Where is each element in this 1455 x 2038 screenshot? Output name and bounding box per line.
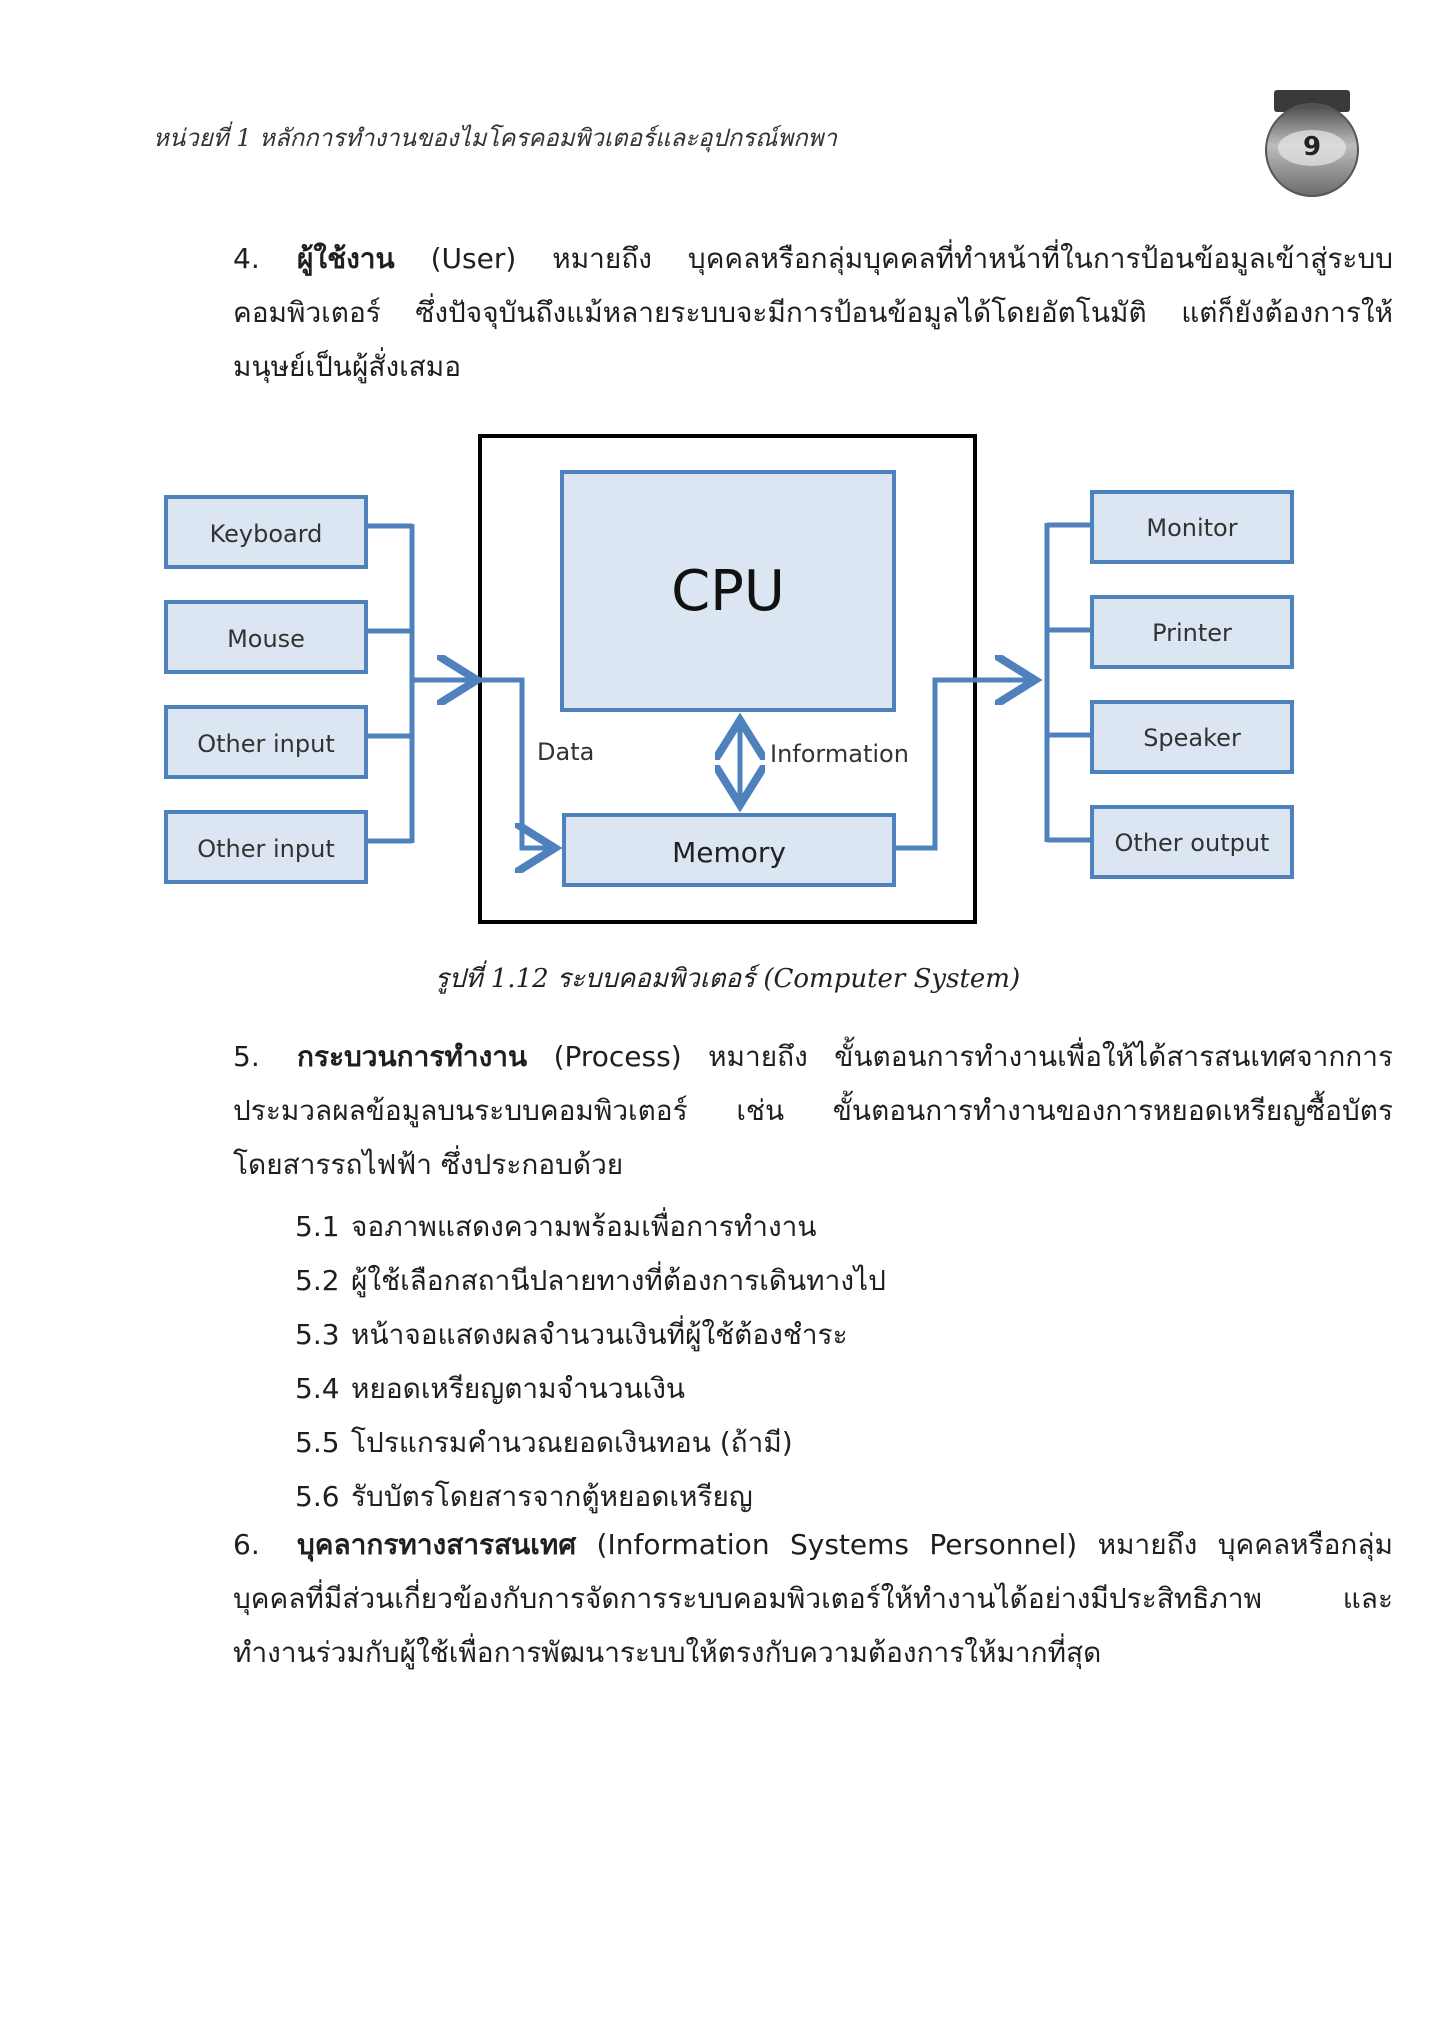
- output-box-monitor: [1090, 490, 1294, 564]
- section-6-number: 6.: [233, 1528, 260, 1561]
- cpu-label: CPU: [671, 559, 785, 624]
- section-5-term: กระบวนการทำงาน: [297, 1040, 528, 1073]
- section-6-paragraph: 6. บุคลากรทางสารสนเทศ (Information System…: [153, 1518, 1393, 1680]
- output-box-other: [1090, 805, 1294, 879]
- memory-box: [562, 813, 896, 887]
- input-box-other-1: [164, 705, 368, 779]
- page-number-badge: 9: [1262, 88, 1362, 203]
- input-box-mouse: [164, 600, 368, 674]
- output-box-printer: [1090, 595, 1294, 669]
- data-label: Data: [537, 738, 594, 766]
- section-5-text: (Process) หมายถึง ขั้นตอนการทำงานเพื่อให…: [233, 1040, 1393, 1181]
- output-label-other: Other output: [1115, 829, 1270, 857]
- output-label-monitor: Monitor: [1146, 514, 1237, 542]
- cpu-box: [560, 470, 896, 712]
- section-5-number: 5.: [233, 1040, 260, 1073]
- section-4-number: 4.: [233, 242, 260, 275]
- input-label-other-2: Other input: [197, 835, 335, 863]
- input-box-other-2: [164, 810, 368, 884]
- output-devices: Monitor Printer Speaker Other output: [1090, 490, 1294, 879]
- page-badge-graphic: [1265, 90, 1359, 197]
- section-4-paragraph: 4. ผู้ใช้งาน (User) หมายถึง บุคคลหรือกลุ่…: [153, 232, 1393, 394]
- section-4-term: ผู้ใช้งาน: [297, 242, 395, 275]
- running-header: หน่วยที่ 1 หลักการทำงานของไมโครคอมพิวเตอ…: [153, 124, 837, 152]
- output-box-speaker: [1090, 700, 1294, 774]
- page-number: 9: [1302, 132, 1322, 162]
- section-5-paragraph: 5. กระบวนการทำงาน (Process) หมายถึง ขั้นต…: [153, 1030, 1393, 1192]
- input-label-keyboard: Keyboard: [210, 520, 323, 548]
- output-label-printer: Printer: [1152, 619, 1232, 647]
- input-label-other-1: Other input: [197, 730, 335, 758]
- memory-label: Memory: [672, 836, 786, 869]
- output-connectors: [894, 522, 1092, 851]
- section-6-term: บุคลากรทางสารสนเทศ: [297, 1528, 577, 1561]
- figure-caption: รูปที่ 1.12 ระบบคอมพิวเตอร์ (Computer Sy…: [434, 964, 1021, 994]
- output-label-speaker: Speaker: [1143, 724, 1241, 752]
- input-label-mouse: Mouse: [227, 625, 305, 653]
- section-6-text: (Information Systems Personnel) หมายถึง …: [233, 1528, 1393, 1669]
- input-connectors: [366, 523, 550, 848]
- input-devices: Keyboard Mouse Other input Other input: [164, 495, 368, 884]
- section-4-text: (User) หมายถึง บุคคลหรือกลุ่มบุคคลที่ทำห…: [233, 242, 1393, 383]
- information-label: Information: [770, 740, 909, 768]
- computer-system-diagram: CPU Memory Data Information Keyboard Mou…: [164, 434, 1294, 924]
- input-box-keyboard: [164, 495, 368, 569]
